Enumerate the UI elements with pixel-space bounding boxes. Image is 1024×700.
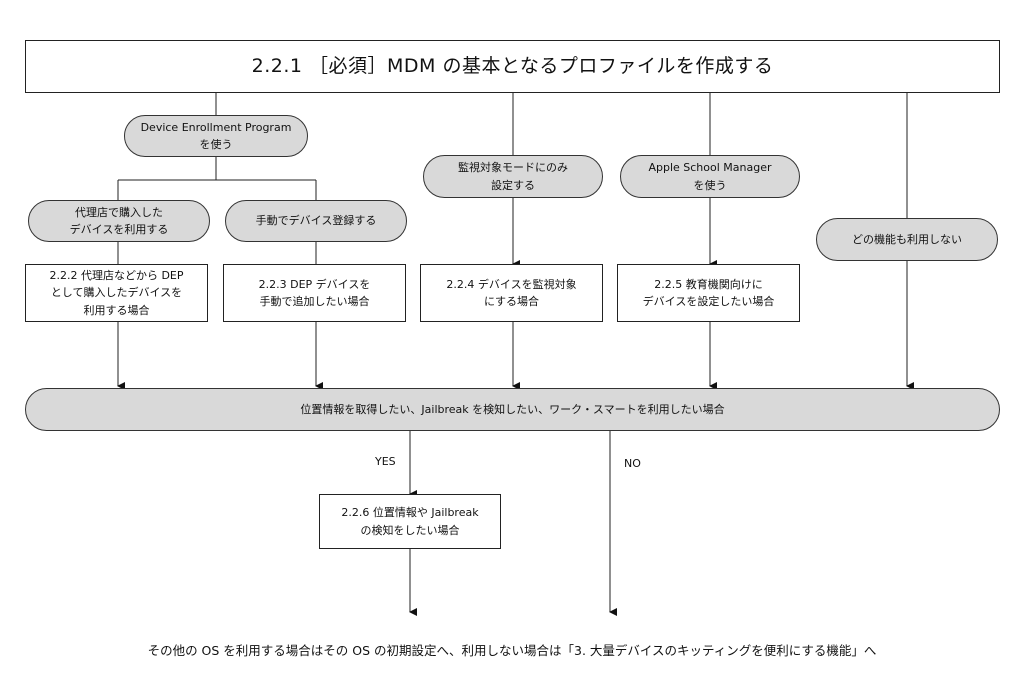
footer-note: その他の OS を利用する場合はその OS の初期設定へ、利用しない場合は「3.…	[147, 643, 877, 658]
section-2-2-5: 2.2.5 教育機関向けに デバイスを設定したい場合	[617, 264, 800, 322]
option-dep: Device Enrollment Program を使う	[124, 115, 308, 157]
page-title: 2.2.1 ［必須］MDM の基本となるプロファイルを作成する	[25, 40, 1000, 93]
section-2-2-6: 2.2.6 位置情報や Jailbreak の検知をしたい場合	[319, 494, 501, 549]
section-2-2-3: 2.2.3 DEP デバイスを 手動で追加したい場合	[223, 264, 406, 322]
option-manual-register: 手動でデバイス登録する	[225, 200, 407, 242]
branch-no-label: NO	[624, 457, 641, 470]
option-apple-school-manager: Apple School Manager を使う	[620, 155, 800, 198]
section-2-2-2: 2.2.2 代理店などから DEP として購入したデバイスを 利用する場合	[25, 264, 208, 322]
option-supervised-mode: 監視対象モードにのみ 設定する	[423, 155, 603, 198]
option-reseller-device: 代理店で購入した デバイスを利用する	[28, 200, 210, 242]
branch-yes-label: YES	[375, 455, 396, 468]
option-none: どの機能も利用しない	[816, 218, 998, 261]
section-2-2-4: 2.2.4 デバイスを監視対象 にする場合	[420, 264, 603, 322]
decision-location-jailbreak: 位置情報を取得したい、Jailbreak を検知したい、ワーク・スマートを利用し…	[25, 388, 1000, 431]
